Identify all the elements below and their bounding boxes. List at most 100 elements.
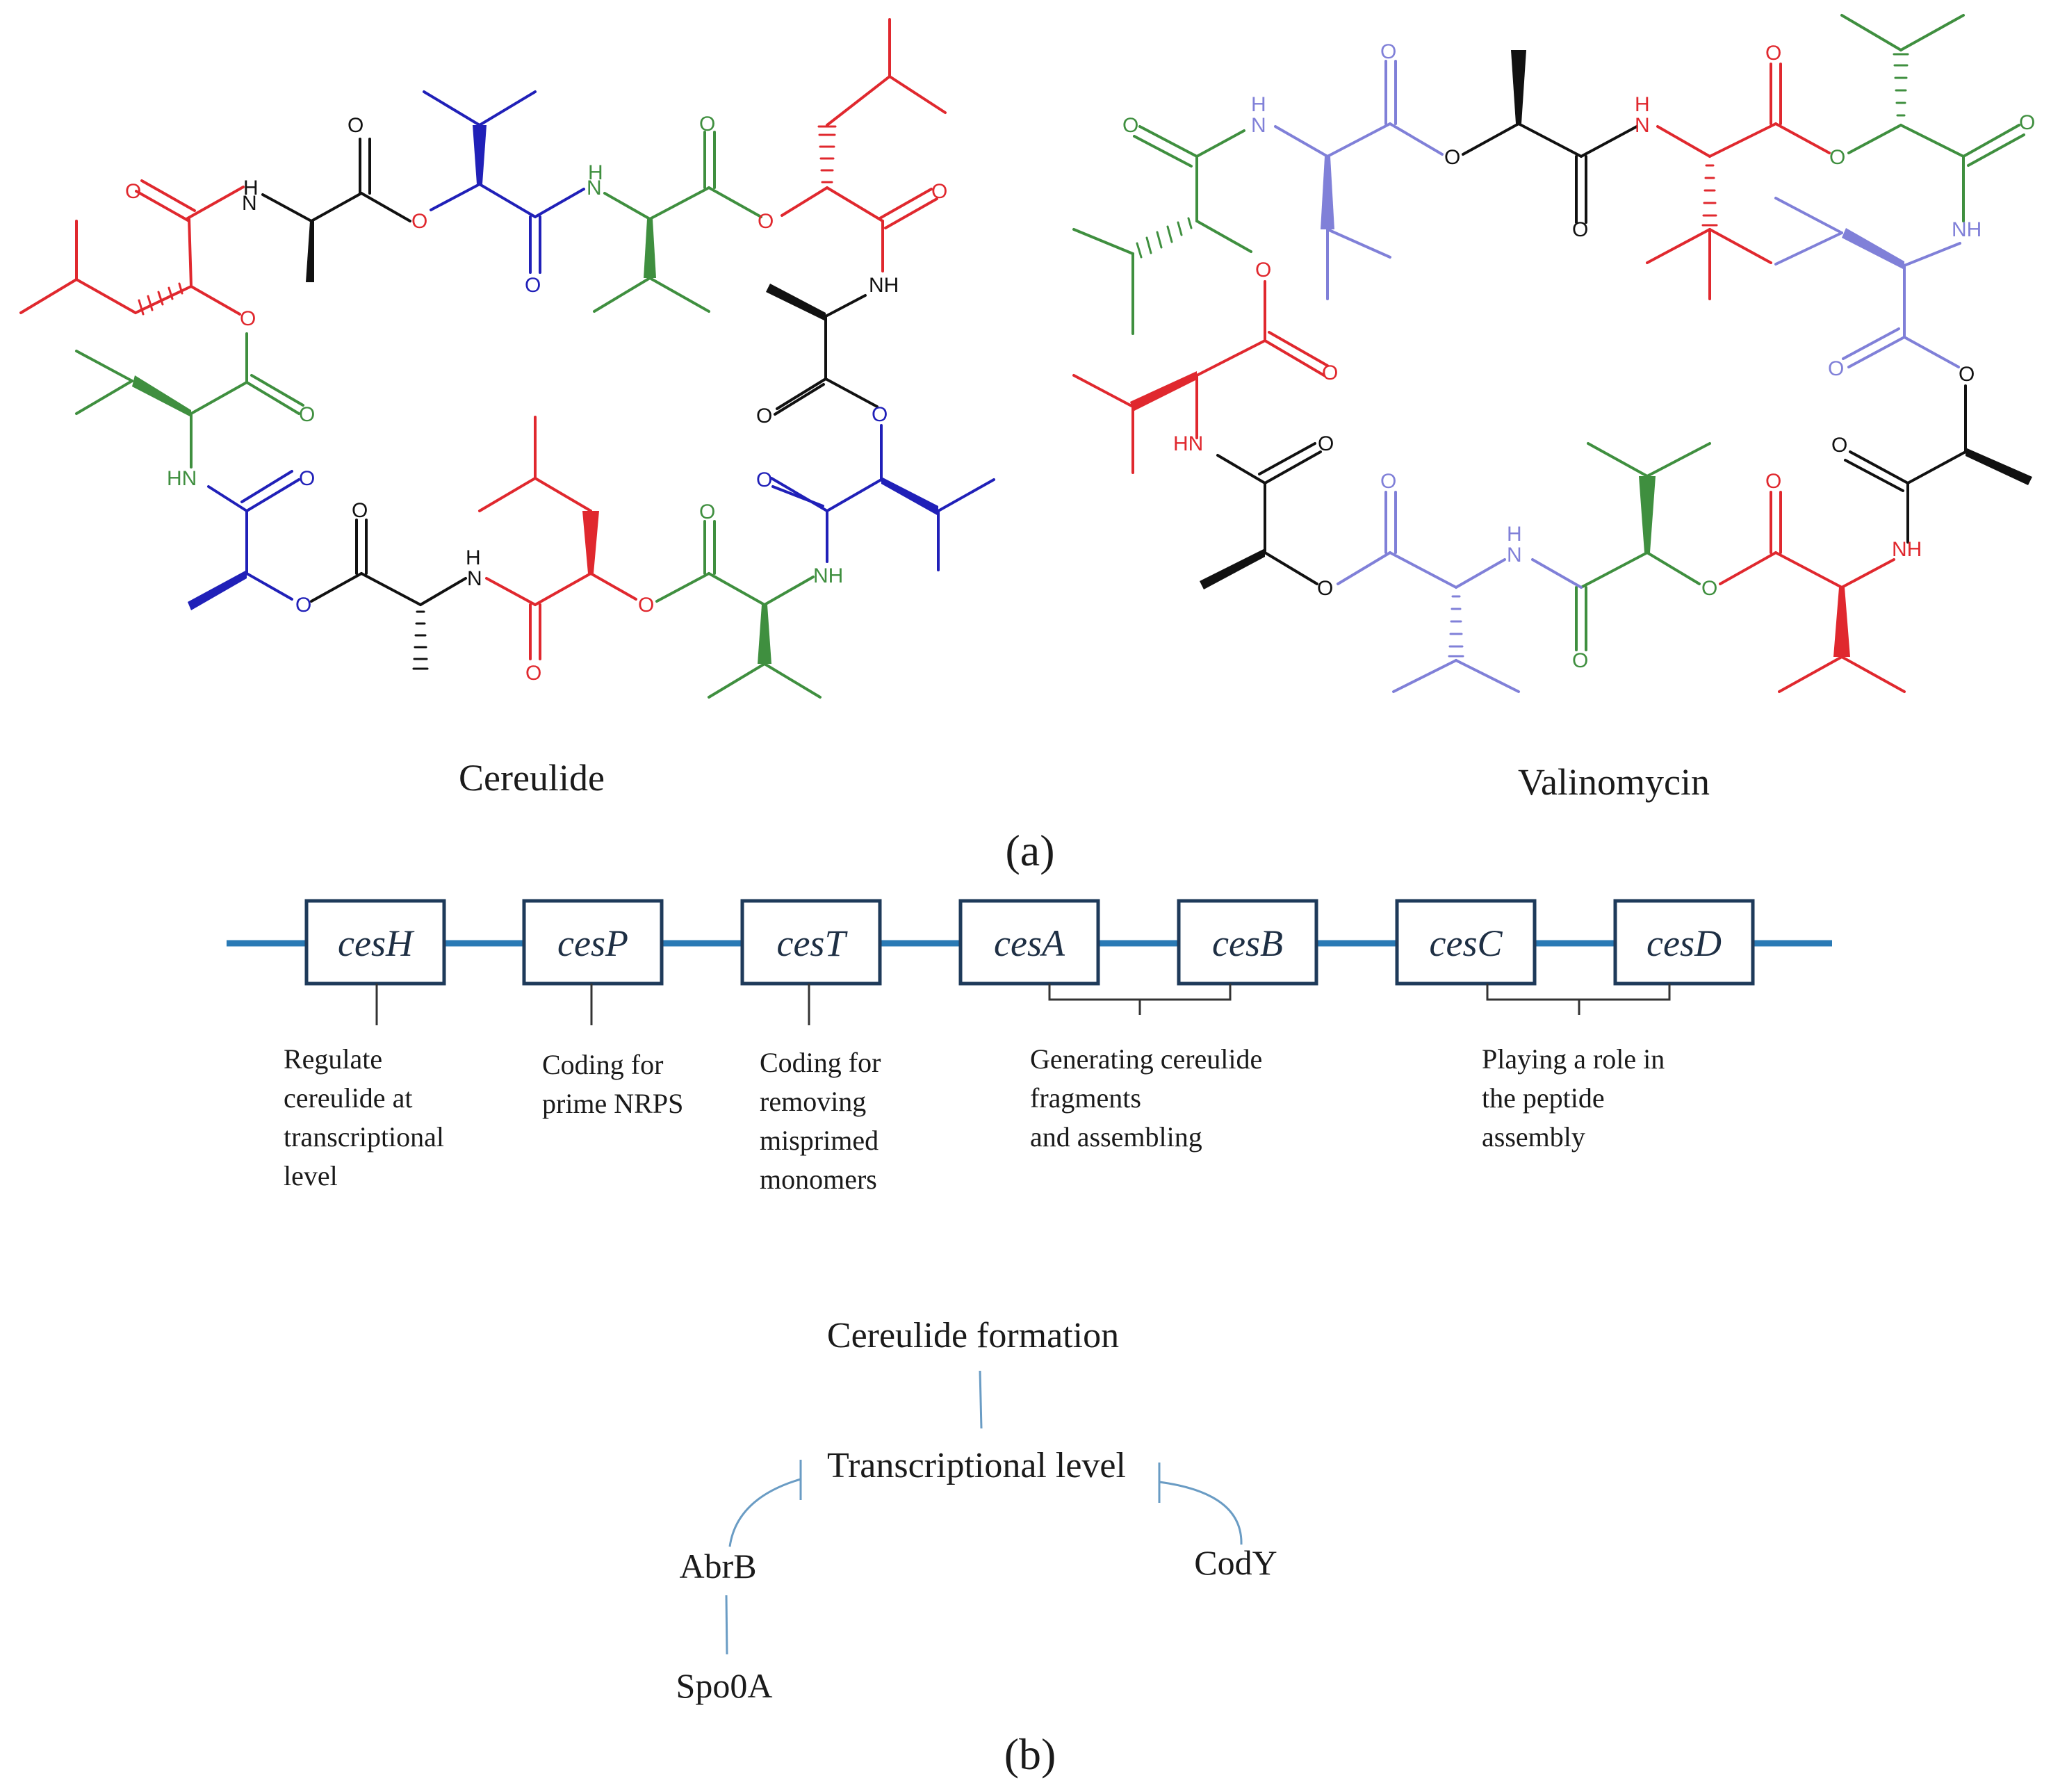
description-line: removing xyxy=(760,1086,866,1117)
description-line: assembly xyxy=(1482,1121,1585,1152)
valinomycin-wedge-black-bottom-left xyxy=(1200,548,1265,589)
valinomycin-wedge-lavender-right xyxy=(1842,228,1904,270)
gene-cesT: cesT xyxy=(740,899,882,986)
svg-text:N: N xyxy=(1635,114,1650,137)
brace-cesC-cesD xyxy=(1486,984,1671,1015)
svg-text:O: O xyxy=(1318,432,1334,455)
svg-text:O: O xyxy=(638,594,654,617)
svg-text:O: O xyxy=(1322,361,1338,384)
panel-a-label: (a) xyxy=(1005,826,1054,875)
valinomycin-hash-lavender-bottom xyxy=(1448,595,1464,658)
description-line: misprimed xyxy=(760,1125,879,1156)
cereulide-residue-green-top xyxy=(593,131,762,313)
svg-text:O: O xyxy=(1380,40,1396,63)
svg-text:O: O xyxy=(756,469,772,491)
description-line: prime NRPS xyxy=(542,1088,683,1119)
valinomycin-atom-labels: O H N O O O H N O O O NH O O O NH O O O … xyxy=(1122,40,2035,672)
cereulide-residue-red-top-right xyxy=(781,18,947,272)
reg-inhibit-abrb xyxy=(728,1478,801,1547)
svg-text:O: O xyxy=(1572,649,1588,672)
valinomycin-wedge-lavender-top xyxy=(1321,156,1334,229)
cereulide-residue-blue-right xyxy=(770,424,995,571)
cereulide-label: Cereulide xyxy=(459,757,605,799)
svg-text:N: N xyxy=(1251,114,1266,137)
svg-text:O: O xyxy=(1444,146,1460,169)
cereulide-wedge-black-top xyxy=(306,221,314,282)
cereulide-residue-black-top xyxy=(261,138,411,222)
svg-text:O: O xyxy=(295,594,311,617)
gene-connectors xyxy=(375,984,1671,1025)
svg-text:O: O xyxy=(1831,434,1847,457)
svg-text:H: H xyxy=(588,161,603,184)
reg-link-spo0a xyxy=(725,1595,728,1655)
svg-text:N: N xyxy=(242,192,257,215)
svg-text:O: O xyxy=(1255,259,1271,282)
svg-text:O: O xyxy=(699,500,715,523)
gene-box xyxy=(1395,899,1537,986)
gene-description-1: Coding for prime NRPS xyxy=(542,1049,683,1119)
panel-b-label: (b) xyxy=(1004,1729,1056,1779)
cereulide-residue-green-left xyxy=(75,332,304,469)
svg-text:O: O xyxy=(1828,357,1844,380)
reg-inhibit-cody xyxy=(1159,1481,1243,1545)
gene-box xyxy=(1177,899,1318,986)
valinomycin-residue-green-bottom xyxy=(1575,442,1711,651)
svg-text:O: O xyxy=(240,307,256,330)
cereulide-wedge-black-right xyxy=(766,284,826,321)
valinomycin-structure: O H N O O O H N O O O NH O O O NH O O O … xyxy=(1072,14,2035,693)
description-line: and assembling xyxy=(1030,1121,1202,1152)
cereulide-wedge-blue-right xyxy=(881,477,938,516)
gene-label: cesH xyxy=(338,922,415,964)
svg-text:O: O xyxy=(299,403,315,426)
svg-text:O: O xyxy=(1122,114,1138,137)
gene-label: cesT xyxy=(777,922,849,964)
cereulide-wedge-green-bottom-right xyxy=(758,605,771,664)
description-line: Regulate xyxy=(284,1043,382,1075)
cereulide-residue-blue-left xyxy=(207,470,300,601)
cereulide-wedge-green-left xyxy=(132,375,191,417)
valinomycin-wedge-black-top xyxy=(1511,50,1526,124)
svg-text:O: O xyxy=(348,114,363,137)
cereulide-hash-red-top-right xyxy=(817,125,837,184)
valinomycin-residue-red-left xyxy=(1072,280,1329,474)
svg-text:O: O xyxy=(411,210,427,233)
cereulide-residue-red-bottom xyxy=(478,416,637,660)
svg-text:O: O xyxy=(756,405,772,427)
svg-text:O: O xyxy=(758,210,774,233)
gene-box xyxy=(522,899,664,986)
svg-text:H: H xyxy=(243,177,259,199)
gene-box xyxy=(958,899,1100,986)
cereulide-wedge-red-bottom xyxy=(582,511,599,573)
svg-text:HN: HN xyxy=(1173,432,1203,455)
valinomycin-hash-red-top xyxy=(1701,164,1718,227)
valinomycin-wedge-black-right xyxy=(1966,448,2032,485)
description-line: Coding for xyxy=(760,1047,881,1078)
gene-description-2: Coding for removing misprimed monomers xyxy=(760,1047,881,1195)
reg-cereulide-formation: Cereulide formation xyxy=(827,1316,1119,1355)
svg-text:O: O xyxy=(2019,111,2035,134)
valinomycin-residue-black-bottom-left xyxy=(1216,442,1322,585)
description-line: Coding for xyxy=(542,1049,663,1080)
svg-text:O: O xyxy=(1959,363,1975,386)
svg-text:HN: HN xyxy=(167,467,197,490)
gene-cesH: cesH xyxy=(304,899,446,986)
svg-text:H: H xyxy=(1507,523,1522,546)
description-line: monomers xyxy=(760,1164,877,1195)
svg-text:O: O xyxy=(125,180,141,203)
gene-cesA: cesA xyxy=(958,899,1100,986)
description-line: the peptide xyxy=(1482,1082,1605,1114)
valinomycin-hash-green-top-right xyxy=(1893,53,1909,117)
valinomycin-residue-black-top xyxy=(1462,122,1638,224)
cereulide-atom-labels: H N O O O H N O O O NH O O O NH O O O H … xyxy=(125,113,947,685)
gene-label: cesP xyxy=(557,922,628,964)
svg-text:O: O xyxy=(1701,577,1717,600)
svg-text:NH: NH xyxy=(869,274,899,297)
description-line: cereulide at xyxy=(284,1082,412,1114)
reg-spo0a: Spo0A xyxy=(676,1666,773,1705)
gene-box xyxy=(740,899,882,986)
gene-label: cesB xyxy=(1212,922,1283,964)
reg-transcriptional-level: Transcriptional level xyxy=(827,1446,1126,1485)
